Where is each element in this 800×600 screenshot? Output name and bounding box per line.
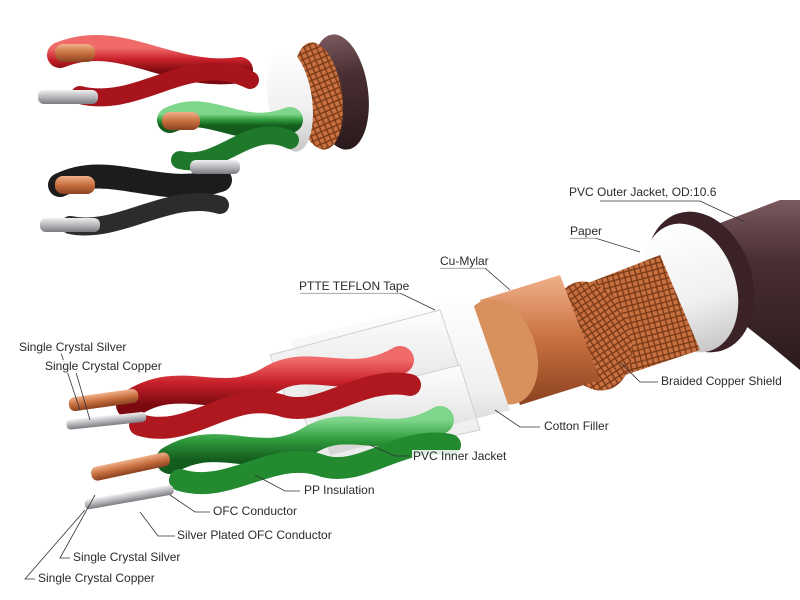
green-wire-b: [169, 432, 461, 495]
leader-cotton: [494, 409, 540, 428]
leader-silver-plated: [139, 511, 175, 537]
label-ofc-conductor: OFC Conductor: [212, 504, 299, 518]
leader-paper: [570, 237, 641, 253]
label-single-crystal-silver-bottom: Single Crystal Silver: [72, 550, 182, 564]
silver-conductor-bottom: [84, 485, 174, 510]
leader-cu-mylar: [440, 267, 511, 291]
leader-sc-copper-top: [45, 368, 91, 421]
label-ptte-teflon: PTTE TEFLON Tape: [298, 279, 411, 293]
inset-copper-3: [55, 176, 95, 194]
leader-lines: [20, 200, 746, 580]
inset-copper-1: [55, 44, 95, 62]
inset-silver-3: [40, 218, 100, 232]
silver-conductor-top: [66, 412, 147, 430]
red-wire-a: [116, 346, 414, 419]
leader-sc-copper-bottom: [24, 509, 86, 580]
copper-conductor-top: [68, 389, 139, 412]
label-single-crystal-silver-top: Single Crystal Silver: [18, 340, 128, 354]
copper-conductor-bottom: [91, 452, 171, 481]
label-cotton-filler: Cotton Filler: [543, 419, 610, 433]
label-single-crystal-copper-top: Single Crystal Copper: [44, 359, 163, 373]
green-wire-a: [156, 406, 454, 474]
leader-teflon: [300, 292, 436, 311]
red-wire-b: [129, 372, 421, 439]
inset-red-wire-2: [71, 62, 259, 107]
leader-braid: [619, 361, 658, 383]
main-cable: [66, 200, 800, 510]
leader-pp: [254, 474, 300, 492]
label-paper: Paper: [569, 224, 604, 238]
label-pvc-inner-jacket: PVC Inner Jacket: [412, 449, 508, 463]
inset-silver-1: [38, 90, 98, 104]
label-silver-plated-ofc: Silver Plated OFC Conductor: [176, 528, 333, 542]
leader-ofc: [169, 494, 210, 513]
label-outer-jacket: PVC Outer Jacket, OD:10.6: [568, 185, 718, 199]
label-single-crystal-copper-bottom: Single Crystal Copper: [37, 571, 156, 585]
leader-sc-silver-bottom: [59, 494, 96, 559]
inset-silver-4: [190, 160, 240, 174]
label-cu-mylar: Cu-Mylar: [439, 254, 490, 268]
leader-inner-jacket: [369, 444, 410, 457]
label-braided-shield: Braided Copper Shield: [660, 374, 783, 388]
leader-outer-jacket: [600, 200, 746, 223]
label-pp-insulation: PP Insulation: [303, 483, 376, 497]
inset-cable: [38, 34, 369, 236]
inset-green-wire-2: [171, 126, 299, 171]
inset-copper-2: [162, 112, 200, 130]
